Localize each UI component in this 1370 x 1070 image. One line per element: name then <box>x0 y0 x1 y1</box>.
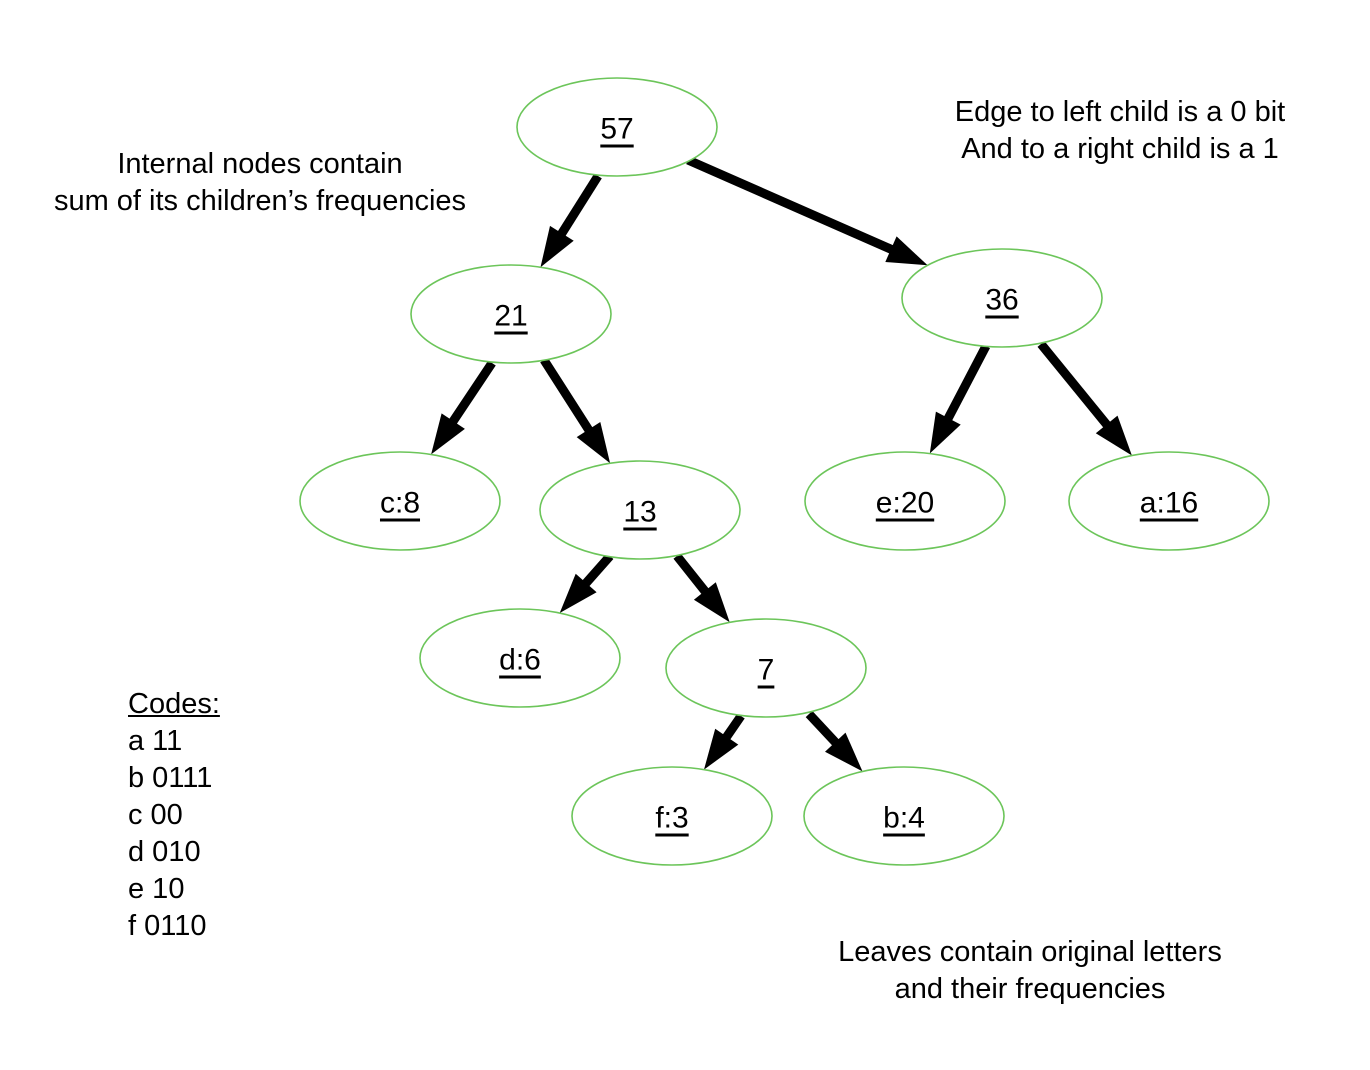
edge-n7-to-nb-bit-1 <box>805 710 863 772</box>
node-ellipse <box>665 618 867 718</box>
arrowhead <box>704 728 739 770</box>
code-entry-c: c 00 <box>128 799 183 831</box>
tree-node-57: 57 <box>516 77 718 177</box>
tree-node-13: 13 <box>539 460 741 560</box>
node-label: 13 <box>623 496 656 529</box>
edge-line <box>448 360 496 426</box>
edge-bits-note-line-2: And to a right child is a 1 <box>961 133 1279 165</box>
edge-line <box>540 357 594 434</box>
node-label: f:3 <box>655 802 688 835</box>
arrowhead <box>929 411 961 454</box>
arrowhead <box>559 573 597 613</box>
edge-n21-to-nc-bit-0 <box>431 360 496 455</box>
node-ellipse <box>1068 451 1270 551</box>
node-ellipse <box>539 460 741 560</box>
edge-line <box>805 710 840 747</box>
codes-title: Codes: <box>128 688 220 720</box>
edge-n21-to-n13-bit-1 <box>540 357 611 464</box>
edge-n13-to-n7-bit-1 <box>673 553 730 623</box>
node-label: 36 <box>985 284 1018 317</box>
leaves-note-line-2: and their frequencies <box>894 973 1166 1005</box>
edge-line <box>686 155 895 255</box>
code-entry-f: f 0110 <box>128 910 207 942</box>
arrowhead <box>885 236 928 266</box>
edge-bits-note: Edge to left child is a 0 bit And to a r… <box>900 94 1340 168</box>
code-entry-d: d 010 <box>128 836 201 868</box>
node-label: b:4 <box>883 802 925 835</box>
leaves-note-line-1: Leaves contain original letters <box>838 936 1222 968</box>
edge-line <box>556 173 602 238</box>
internal-nodes-note-line-1: Internal nodes contain <box>117 148 403 180</box>
tree-node-d: d:6 <box>419 608 621 708</box>
internal-nodes-note: Internal nodes contain sum of its childr… <box>20 146 500 220</box>
leaves-note: Leaves contain original letters and thei… <box>790 934 1270 1008</box>
tree-node-e: e:20 <box>804 451 1006 551</box>
arrowhead <box>576 422 611 464</box>
tree-node-c: c:8 <box>299 451 501 551</box>
edge-line <box>721 713 745 741</box>
node-label: c:8 <box>380 487 420 520</box>
arrowhead <box>431 413 465 455</box>
tree-node-36: 36 <box>901 248 1103 348</box>
node-ellipse <box>410 264 612 364</box>
node-label: 7 <box>758 654 775 687</box>
codes-list: Codes: a 11 b 0111 c 00 d 010 e 10 f 011… <box>128 686 220 945</box>
tree-node-7: 7 <box>665 618 867 718</box>
tree-node-f: f:3 <box>571 766 773 866</box>
edge-line <box>673 553 710 596</box>
node-ellipse <box>571 766 773 866</box>
node-ellipse <box>516 77 718 177</box>
node-label: d:6 <box>499 644 541 677</box>
arrowhead <box>825 732 863 772</box>
tree-node-b: b:4 <box>803 766 1005 866</box>
arrowhead <box>540 225 574 268</box>
node-ellipse <box>901 248 1103 348</box>
tree-node-a: a:16 <box>1068 451 1270 551</box>
edge-n57-to-n36-bit-1 <box>686 155 928 266</box>
edge-line <box>581 553 614 588</box>
node-ellipse <box>803 766 1005 866</box>
arrowhead <box>693 582 730 623</box>
tree-nodes: 57 21 36 c:8 13 e:20 a:16 d:6 7 f:3 b:4 <box>299 77 1270 866</box>
code-entry-b: b 0111 <box>128 762 213 794</box>
node-label: e:20 <box>876 487 934 520</box>
edge-line <box>943 343 990 422</box>
arrowhead <box>1095 415 1132 456</box>
node-label: 21 <box>494 300 527 333</box>
edge-line <box>1037 341 1112 429</box>
node-ellipse <box>804 451 1006 551</box>
edge-n7-to-nf-bit-0 <box>704 713 745 770</box>
edge-bits-note-line-1: Edge to left child is a 0 bit <box>954 96 1286 128</box>
edge-n36-to-ne-bit-0 <box>929 343 990 454</box>
edge-n13-to-nd-bit-0 <box>559 553 614 613</box>
node-ellipse <box>299 451 501 551</box>
node-ellipse <box>419 608 621 708</box>
tree-node-21: 21 <box>410 264 612 364</box>
edge-n57-to-n21-bit-0 <box>540 173 602 268</box>
node-label: a:16 <box>1140 487 1198 520</box>
node-label: 57 <box>600 113 633 146</box>
code-entry-e: e 10 <box>128 873 185 905</box>
code-entry-a: a 11 <box>128 725 183 757</box>
tree-edges <box>431 155 1132 772</box>
edge-n36-to-na-bit-1 <box>1037 341 1132 456</box>
internal-nodes-note-line-2: sum of its children’s frequencies <box>53 185 467 217</box>
